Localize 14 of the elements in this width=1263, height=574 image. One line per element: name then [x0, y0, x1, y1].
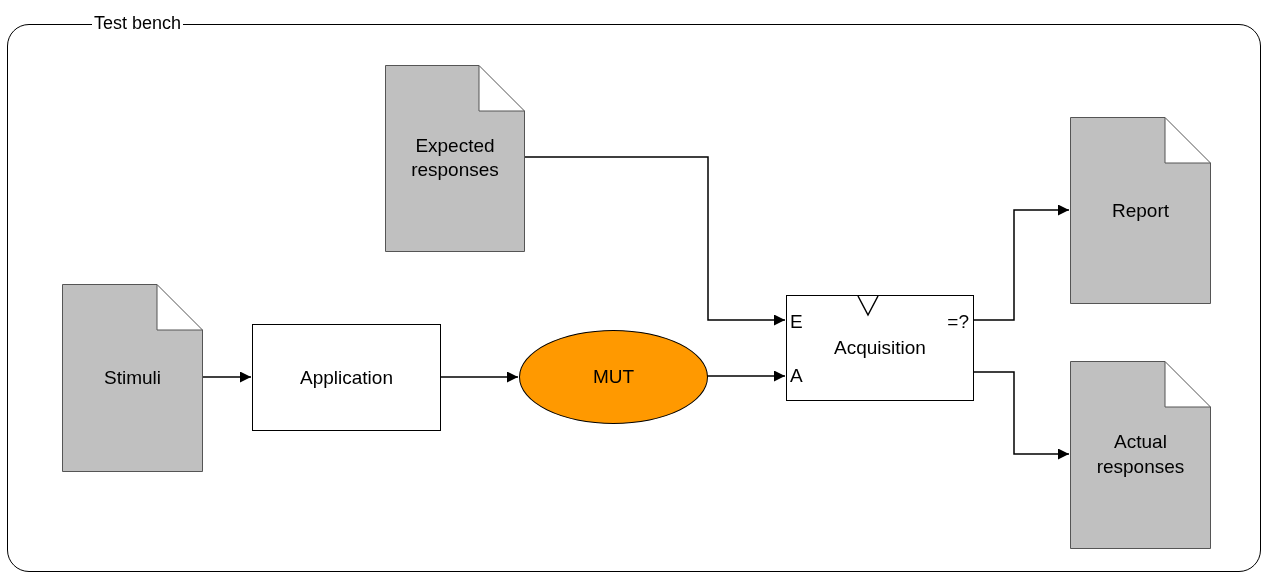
- port-label: E: [790, 310, 803, 334]
- document-label: Report: [1111, 198, 1170, 223]
- box-label: Application: [300, 365, 393, 390]
- document-label: Stimuli: [103, 365, 162, 390]
- arrow: [522, 155, 786, 325]
- arrow: [200, 371, 252, 382]
- port-label: A: [790, 364, 803, 388]
- port-label: =?: [947, 310, 969, 334]
- document-label: Actual responses: [1095, 430, 1186, 479]
- process-box: [252, 324, 441, 431]
- box-label: MUT: [592, 364, 635, 389]
- document-label: Expected responses: [410, 133, 500, 183]
- process-box: [786, 295, 974, 401]
- box-label: Acquisition: [834, 335, 926, 360]
